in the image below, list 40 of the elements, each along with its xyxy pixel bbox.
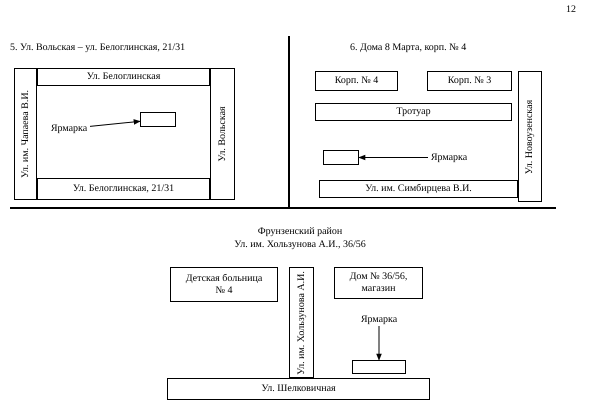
building-name: Корп. № 3 [448,75,492,87]
street-box [167,378,430,400]
page-number: 12 [566,4,576,16]
address-title: Ул. им. Хользунова А.И., 36/56 [234,239,366,251]
building-box [334,267,423,299]
street-name: Ул. им. Чапаева В.И. [20,90,32,178]
fair-spot-box [140,112,176,127]
street-name: Ул. им. Хользунова А.И. [296,270,308,374]
street-name: Ул. Белоглинская [86,71,160,83]
section-title: 5. Ул. Вольская – ул. Белоглинская, 21/31 [10,42,186,54]
fair-label: Ярмарка [358,313,400,326]
street-box [289,267,314,378]
street-box [14,68,37,200]
sidewalk-name: Тротуар [396,106,431,118]
fair-label: Ярмарка [428,151,470,164]
street-name: Ул. Новоузенская [524,99,536,174]
building-box [427,71,512,91]
street-box [319,180,518,198]
street-box [210,68,235,200]
street-name: Ул. Шелковичная [261,383,336,395]
arrow [376,326,382,361]
fair-label: Ярмарка [48,122,90,135]
street-name: Ул. Белоглинская, 21/31 [72,183,174,195]
fair-spot-box [323,150,359,165]
building-name: Корп. № 4 [334,75,378,87]
building-box [315,71,398,91]
fair-spot-box [352,360,406,374]
district-title: Фрунзенский район [258,226,342,238]
street-name: Ул. Вольская [216,106,228,162]
arrow [90,119,141,127]
street-box [518,71,542,202]
street-name: Ул. им. Симбирцева В.И. [365,183,472,195]
section-title: 6. Дома 8 Марта, корп. № 4 [350,42,466,54]
arrow [358,154,428,160]
building-name: Дом № 36/56, магазин [348,271,408,295]
sidewalk-box [315,103,512,121]
building-name: Детская больница № 4 [184,272,264,296]
street-box [37,68,210,86]
building-box [170,267,278,302]
street-box [37,178,210,200]
